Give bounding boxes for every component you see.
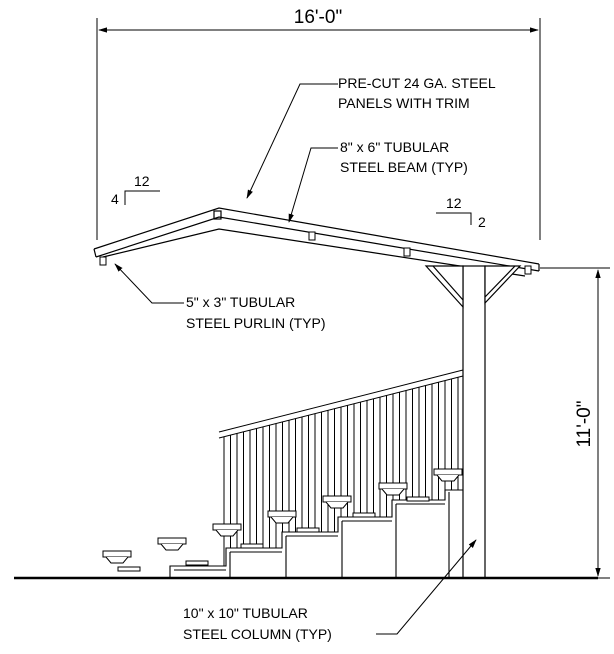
foot-board xyxy=(352,512,376,518)
purlin xyxy=(99,256,107,266)
foot-board xyxy=(296,527,320,533)
note-column: 10" x 10" TUBULAR STEEL COLUMN (TYP) xyxy=(183,605,332,642)
purlin xyxy=(308,231,316,241)
seat-board xyxy=(378,482,408,490)
svg-text:8" x 6" TUBULAR: 8" x 6" TUBULAR xyxy=(340,139,449,155)
seat-bracket xyxy=(105,556,129,564)
svg-text:STEEL BEAM (TYP): STEEL BEAM (TYP) xyxy=(340,159,468,175)
bleacher-steps xyxy=(169,489,463,578)
foot-board xyxy=(406,496,430,502)
purlin xyxy=(403,247,411,257)
svg-text:STEEL PURLIN (TYP): STEEL PURLIN (TYP) xyxy=(186,315,326,331)
svg-text:STEEL COLUMN (TYP): STEEL COLUMN (TYP) xyxy=(183,626,332,642)
svg-text:2: 2 xyxy=(478,214,486,230)
beam-leader xyxy=(288,147,338,223)
slope-right: 12 2 xyxy=(436,195,486,230)
seat-bracket xyxy=(381,488,405,496)
svg-text:PRE-CUT 24 GA. STEEL: PRE-CUT 24 GA. STEEL xyxy=(338,75,496,91)
note-panels: PRE-CUT 24 GA. STEEL PANELS WITH TRIM xyxy=(338,75,496,111)
note-purlin: 5" x 3" TUBULAR STEEL PURLIN (TYP) xyxy=(186,294,326,331)
width-dimension-label: 16'-0" xyxy=(294,7,342,28)
seat-bracket xyxy=(270,516,294,524)
back-guardrail xyxy=(218,369,464,566)
height-dimension xyxy=(520,267,610,579)
purlins xyxy=(99,231,532,275)
height-dimension-label: 11'-0" xyxy=(574,401,595,448)
roof-structure xyxy=(93,207,540,277)
column-leader xyxy=(376,539,477,635)
leaders xyxy=(114,83,477,635)
seat-board xyxy=(267,510,297,518)
panels-leader xyxy=(246,83,338,199)
svg-text:5" x 3" TUBULAR: 5" x 3" TUBULAR xyxy=(186,294,295,310)
svg-text:12: 12 xyxy=(446,195,462,211)
bleacher-seats xyxy=(102,468,463,572)
seat-board xyxy=(157,537,187,545)
note-beam: 8" x 6" TUBULAR STEEL BEAM (TYP) xyxy=(340,139,468,175)
slope-left: 12 4 xyxy=(111,173,160,207)
svg-text:12: 12 xyxy=(134,173,150,189)
seat-bracket xyxy=(325,501,349,509)
pickets xyxy=(223,377,459,566)
svg-text:10" x 10" TUBULAR: 10" x 10" TUBULAR xyxy=(183,605,308,621)
foot-board xyxy=(117,566,141,572)
foot-board xyxy=(185,560,209,566)
purlin-leader xyxy=(114,263,184,304)
seat-board xyxy=(433,468,463,476)
seat-board xyxy=(102,550,132,558)
svg-text:4: 4 xyxy=(111,191,119,207)
seat-bracket xyxy=(160,543,184,551)
seat-board xyxy=(322,495,352,503)
column xyxy=(424,265,522,579)
seat-bracket xyxy=(436,474,460,482)
purlin xyxy=(524,265,532,275)
svg-text:PANELS WITH TRIM: PANELS WITH TRIM xyxy=(338,95,470,111)
seat-bracket xyxy=(215,529,239,537)
seat-board xyxy=(212,523,242,531)
width-dimension xyxy=(96,18,541,240)
foot-board xyxy=(240,543,264,549)
